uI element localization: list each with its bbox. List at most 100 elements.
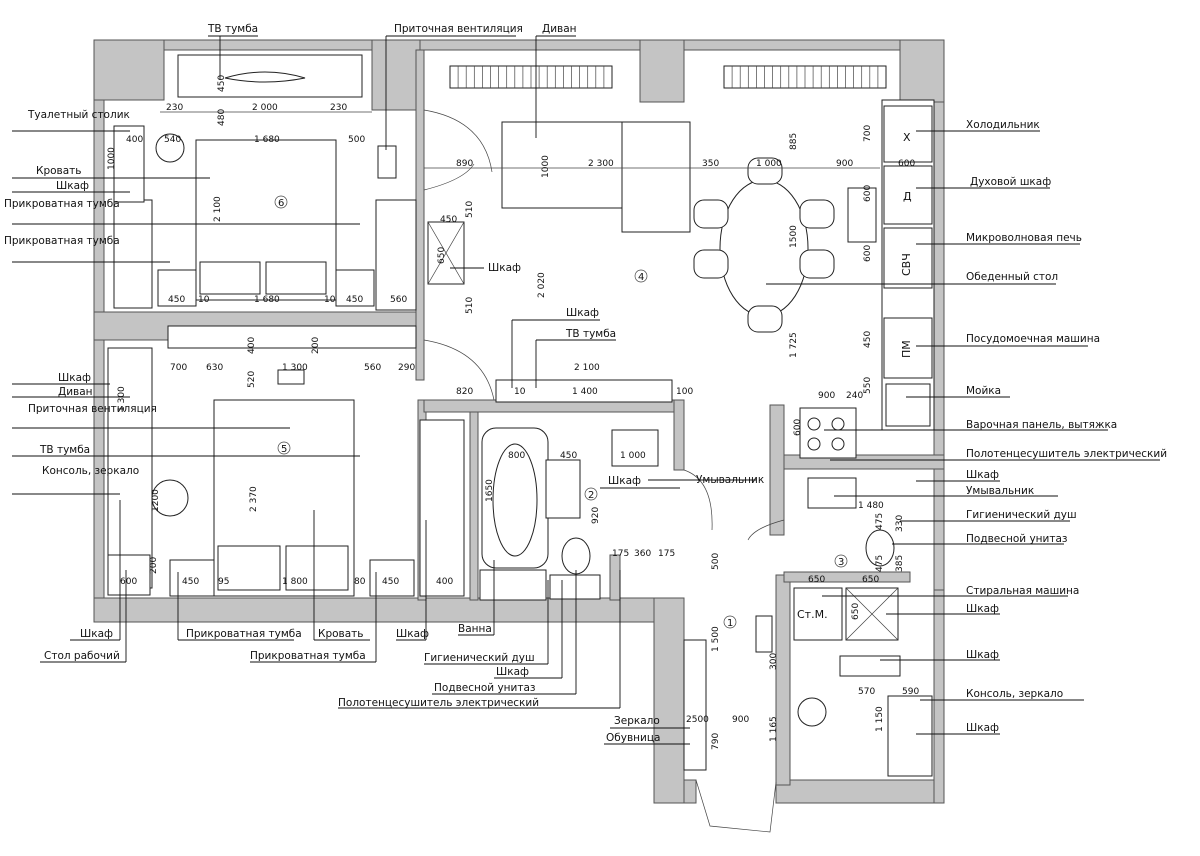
bedside-6b [335,269,375,307]
label-cabinet-c: Шкаф [608,475,641,487]
cooktop [799,407,857,459]
svg-text:650: 650 [851,603,861,620]
svg-text:1 000: 1 000 [756,159,782,169]
svg-text:230: 230 [330,103,347,113]
label-console-5: Консоль, зеркало [42,465,139,477]
svg-text:1200: 1200 [151,489,161,512]
label-oven: Духовой шкаф [970,176,1051,188]
svg-text:95: 95 [218,577,229,587]
svg-text:550: 550 [863,377,873,394]
label-wardrobe-b3: Шкаф [496,666,529,678]
dishwasher-mark: ПМ [900,340,913,358]
svg-text:790: 790 [711,733,721,750]
svg-text:10: 10 [324,295,336,305]
pier-top-3 [639,39,685,103]
svg-text:1000: 1000 [107,147,117,170]
washbasin-r [807,477,857,509]
desk [107,554,151,596]
wardrobe-r4 [887,695,933,777]
chair-2 [693,249,729,279]
svg-text:1 480: 1 480 [858,501,884,511]
svg-text:2 300: 2 300 [588,159,614,169]
wardrobe-corr [375,199,417,311]
bathroom-3 [683,477,933,777]
label-vent-5: Приточная вентиляция [28,403,157,415]
label-wardrobe-6: Шкаф [56,180,89,192]
svg-text:450: 450 [440,215,457,225]
label-wc-b: Подвесной унитаз [434,682,536,694]
walls [93,39,945,804]
label-shoe-rack: Обувница [606,732,660,744]
svg-text:450: 450 [560,451,577,461]
wardrobe-r3 [839,655,901,677]
chair-5 [747,157,783,185]
svg-text:510: 510 [465,297,475,314]
label-vanity: Туалетный столик [27,109,130,121]
wardrobe-5 [167,325,417,349]
living-room-4 [427,121,835,403]
svg-text:590: 590 [902,687,919,697]
fridge-mark: Х [903,131,911,144]
label-towel-dryer-b: Полотенцесушитель электрический [338,697,539,709]
svg-text:600: 600 [120,577,137,587]
label-dining: Обеденный стол [966,271,1058,283]
sofa-5 [107,347,153,589]
room-3: 3 [838,557,844,568]
svg-text:500: 500 [711,553,721,570]
label-desk: Стол рабочий [44,650,120,662]
svg-text:600: 600 [898,159,915,169]
label-wardrobe-r4: Шкаф [966,722,999,734]
wall-hall-left [653,597,685,804]
svg-text:500: 500 [348,135,365,145]
bedroom-5 [107,325,465,597]
svg-text:450: 450 [863,331,873,348]
svg-text:700: 700 [170,363,187,373]
label-wardrobe-r3: Шкаф [966,649,999,661]
washbasin-b [545,459,581,519]
pillow-5b [285,545,349,591]
wardrobe-6 [113,199,153,309]
kitchen [799,99,935,459]
label-tv-stand-liv: ТВ тумба [565,328,616,340]
microwave [883,227,933,289]
label-wardrobe-b2: Шкаф [396,628,429,640]
svg-text:2 100: 2 100 [574,363,600,373]
svg-text:600: 600 [793,419,803,436]
svg-text:1500: 1500 [789,225,799,248]
hall-round [797,697,827,727]
label-wardrobe-b1: Шкаф [80,628,113,640]
label-washbasin-c: Умывальник [696,474,764,486]
svg-text:1 165: 1 165 [769,716,779,742]
sink [885,383,931,427]
label-wardrobe-liv: Шкаф [488,262,521,274]
label-mirror: Зеркало [614,715,660,727]
svg-text:200: 200 [149,557,159,574]
svg-text:510: 510 [465,201,475,218]
svg-text:600: 600 [863,185,873,202]
mirror-box [755,615,773,653]
label-washer: Стиральная машина [966,585,1079,597]
svg-text:200: 200 [311,337,321,354]
microwave-mark: СВЧ [900,253,913,276]
svg-text:400: 400 [247,337,257,354]
svg-text:175: 175 [658,549,675,559]
svg-text:450: 450 [217,75,227,92]
label-tv-stand-5: ТВ тумба [39,444,90,456]
svg-text:820: 820 [456,387,473,397]
svg-text:80: 80 [354,577,366,587]
svg-text:920: 920 [591,507,601,524]
wall-bath2-right [673,399,685,471]
svg-text:1 725: 1 725 [789,332,799,358]
svg-text:450: 450 [182,577,199,587]
label-fridge: Холодильник [966,119,1040,131]
label-sofa-top: Диван [542,23,577,35]
washer [793,587,843,641]
label-bed-6: Кровать [36,165,81,177]
label-wardrobe-r2: Шкаф [966,603,999,615]
room-1: 1 [727,618,733,629]
pier-top-4 [899,39,945,103]
tv-stand-top [177,54,363,98]
svg-text:450: 450 [346,295,363,305]
